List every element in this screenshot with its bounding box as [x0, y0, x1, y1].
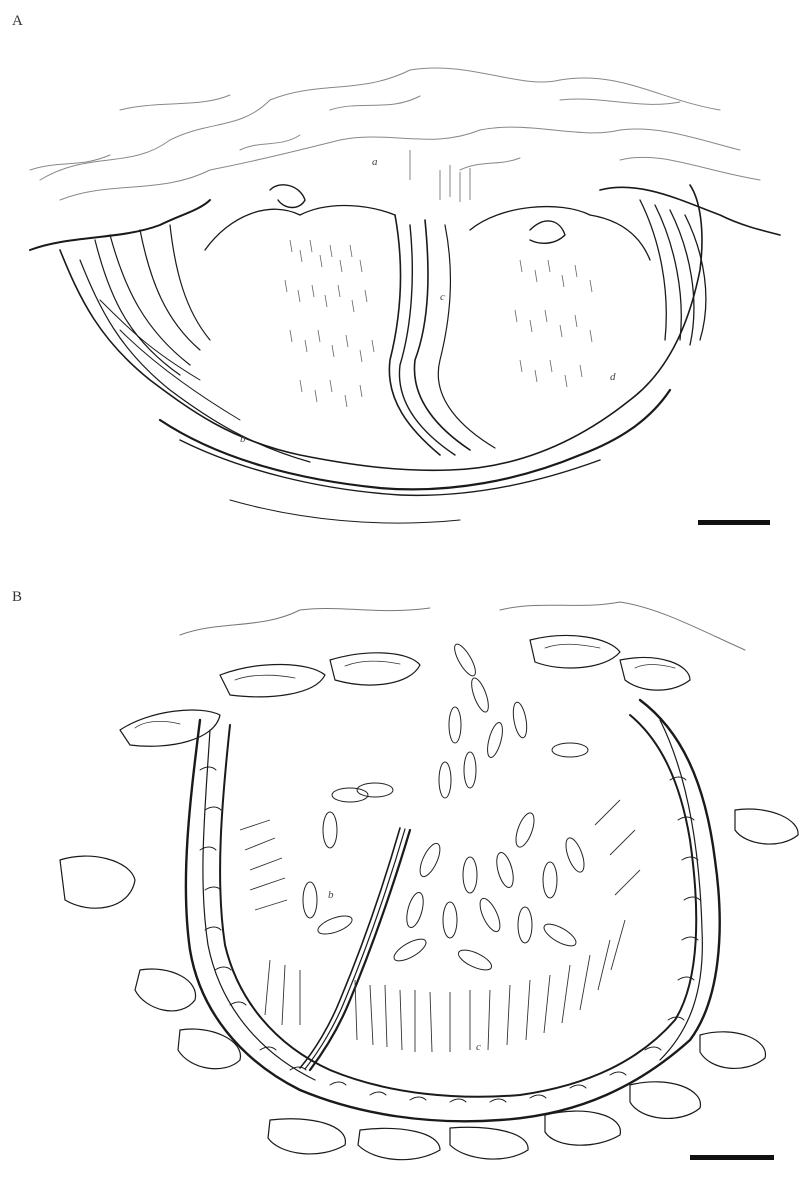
letter-a-3: c — [440, 291, 445, 303]
upper-tissue-a — [30, 68, 760, 200]
letter-a-2: b — [240, 433, 246, 445]
letter-b-2: c — [476, 1041, 481, 1053]
ascoma-section-drawing-b: b c — [0, 580, 810, 1178]
paraphyses-b — [240, 800, 640, 1052]
host-cells-upper — [120, 636, 690, 747]
figure-panel-a: A — [0, 0, 810, 560]
scale-bar-b — [690, 1155, 774, 1160]
letter-a-4: d — [610, 371, 616, 383]
ascospores-b — [303, 641, 588, 974]
host-cells-lower — [60, 809, 798, 1160]
letter-b-1: b — [328, 889, 334, 901]
scale-bar-a — [698, 520, 770, 525]
ascoma-section-drawing-a: a b c d — [0, 0, 810, 560]
letter-a-1: a — [372, 156, 378, 168]
figure-panel-b: B — [0, 580, 810, 1178]
